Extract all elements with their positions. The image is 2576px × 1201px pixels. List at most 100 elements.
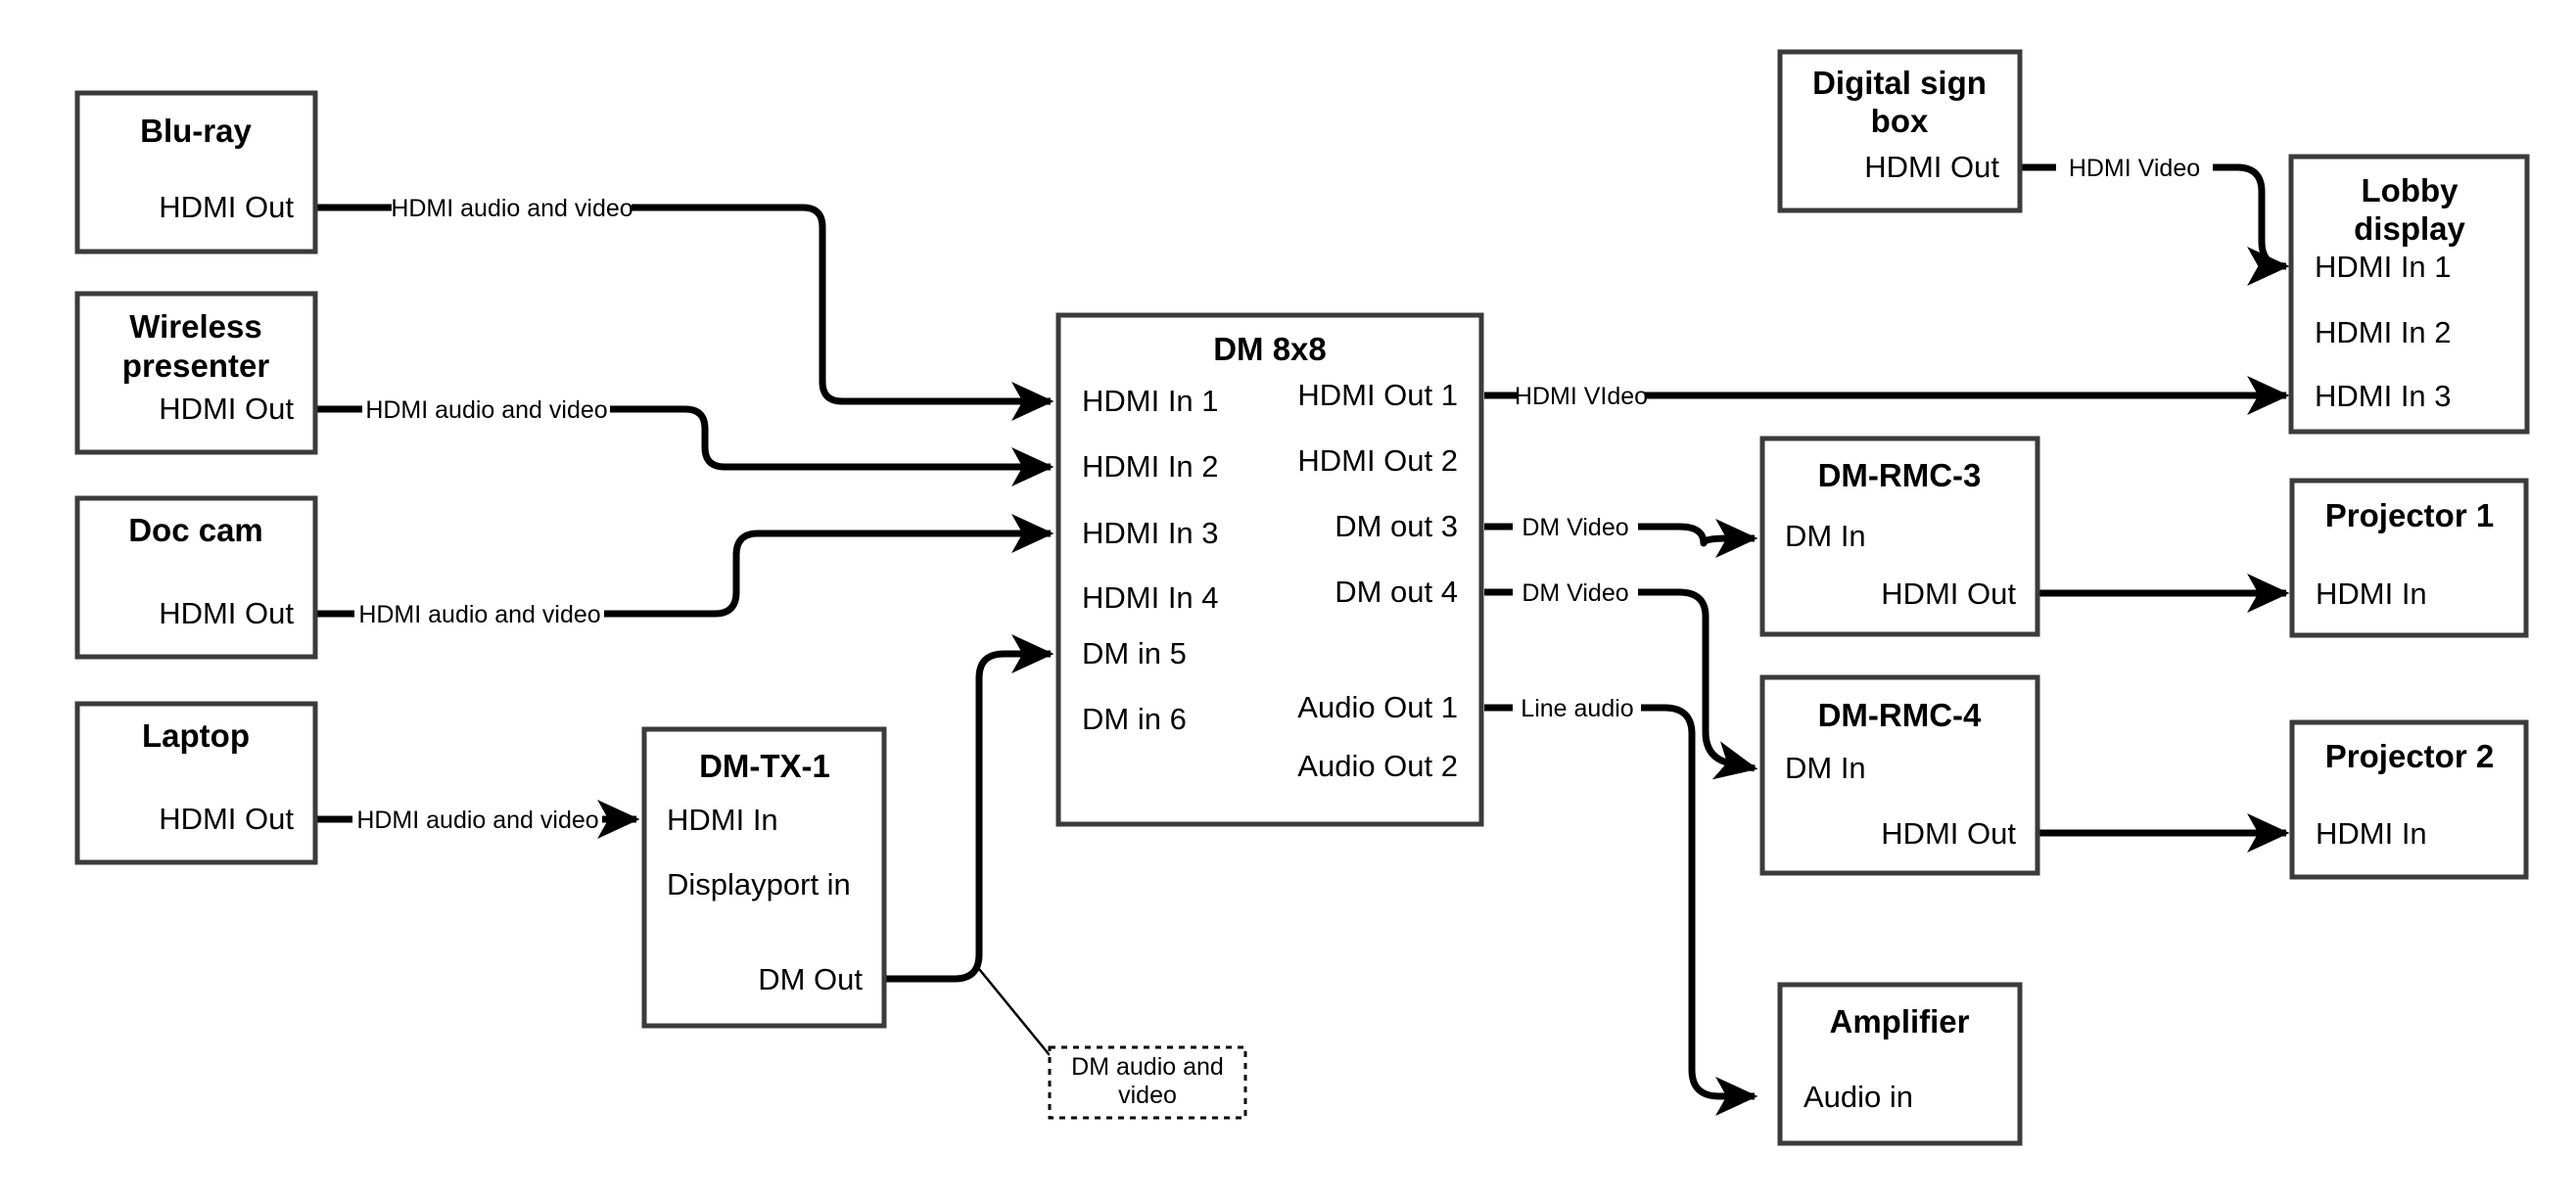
dm-rmc-4-port-dm-in: DM In [1785,751,1866,785]
connection-laptop-to-dmtx1: HDMI audio and video [315,800,640,839]
connection-doccam-to-dm8x8: HDMI audio and video [315,514,1054,628]
connection-dm8x8-out3-to-rmc3: DM Video [1484,514,1758,558]
dm-tx-1-port-dm-out: DM Out [758,962,863,996]
dm-8x8-title: DM 8x8 [1213,331,1327,367]
dm-8x8-output-dm-out-4: DM out 4 [1335,575,1458,609]
node-projector-1[interactable]: Projector 1 HDMI In [2289,478,2529,638]
dm-8x8-output-audio-out-2: Audio Out 2 [1297,749,1458,783]
wireless-presenter-title-line2: presenter [122,347,270,384]
dm-rmc-3-port-hdmi-out: HDMI Out [1881,577,2016,611]
dm-tx-1-title: DM-TX-1 [699,748,830,784]
digital-sign-box-title-line1: Digital sign [1812,65,1987,101]
dm-8x8-input-hdmi-in-4: HDMI In 4 [1082,580,1219,615]
wire-segment [1641,704,1758,1116]
connection-dm8x8-out4-to-rmc4: DM Video [1484,579,1758,780]
wire-segment [604,514,1054,618]
callout-leader-line [978,968,1051,1056]
wireless-presenter-title-line1: Wireless [129,308,261,345]
bluray-port-hdmi-out: HDMI Out [159,190,294,224]
amplifier-title: Amplifier [1829,1003,1969,1039]
wire-label-doccam-to-dm8x8: HDMI audio and video [358,601,600,628]
projector-1-title: Projector 1 [2325,497,2494,533]
wire-segment [884,634,1054,983]
amplifier-port-audio-in: Audio in [1803,1080,1913,1114]
node-projector-2[interactable]: Projector 2 HDMI In [2289,719,2529,880]
wire-label-dm8x8-out1-to-lobby: HDMI VIdeo [1515,383,1648,410]
wire-label-dm8x8-out3-to-rmc3: DM Video [1522,514,1628,541]
node-amplifier[interactable]: Amplifier Audio in [1777,982,2023,1146]
wire-label-dm8x8-audio1-to-amplifier: Line audio [1521,695,1633,722]
wireless-presenter-box[interactable] [74,291,318,455]
projector-2-title: Projector 2 [2325,738,2494,774]
bluray-box[interactable] [74,90,318,254]
doc-cam-port-hdmi-out: HDMI Out [159,596,294,630]
doc-cam-box[interactable] [74,495,318,660]
connection-dm8x8-audio1-to-amplifier: Line audio [1484,695,1758,1116]
dm-8x8-output-audio-out-1: Audio Out 1 [1297,690,1458,724]
node-dm-rmc-4[interactable]: DM-RMC-4 DM In HDMI Out [1759,674,2040,876]
dm-8x8-input-dm-in-6: DM in 6 [1082,702,1187,736]
node-doc-cam[interactable]: Doc cam HDMI Out [74,495,318,660]
dm-rmc-3-port-dm-in: DM In [1785,519,1866,553]
digital-sign-box-title-line2: box [1871,103,1929,139]
dm-rmc-4-title: DM-RMC-4 [1818,697,1982,733]
lobby-display-input-hdmi-in-1: HDMI In 1 [2315,250,2452,284]
dm-8x8-output-hdmi-out-1: HDMI Out 1 [1297,378,1458,412]
connection-bluray-to-dm8x8: HDMI audio and video [315,195,1054,421]
callout-box [1048,1045,1247,1120]
dm-8x8-output-hdmi-out-2: HDMI Out 2 [1297,443,1458,478]
dm-rmc-3-title: DM-RMC-3 [1818,457,1982,493]
doc-cam-title: Doc cam [128,512,263,548]
callout-label-line1: DM audio and [1071,1053,1224,1081]
dm-tx-1-port-displayport-in: Displayport in [667,867,851,901]
projector-2-port-hdmi-in: HDMI In [2316,816,2427,851]
digital-sign-box-port-hdmi-out: HDMI Out [1864,150,1999,184]
lobby-display-input-hdmi-in-2: HDMI In 2 [2315,315,2452,349]
dm-rmc-4-box[interactable] [1759,674,2040,876]
wire-segment [632,204,1054,421]
node-dm-tx-1[interactable]: DM-TX-1 HDMI In Displayport in DM Out [641,726,887,1029]
connection-signbox-to-lobby: HDMI Video [2020,155,2290,286]
dm-tx-1-box[interactable] [641,726,887,1029]
wire-segment [1638,519,1758,558]
laptop-port-hdmi-out: HDMI Out [159,802,294,836]
connection-dm8x8-out1-to-lobby: HDMI VIdeo [1484,376,2290,415]
node-dm-rmc-3[interactable]: DM-RMC-3 DM In HDMI Out [1759,436,2040,637]
dm-8x8-box[interactable] [1055,312,1484,827]
amplifier-box[interactable] [1777,982,2023,1146]
projector-2-box[interactable] [2289,719,2529,880]
laptop-box[interactable] [74,701,318,865]
dm-8x8-input-hdmi-in-1: HDMI In 1 [1082,384,1219,418]
node-wireless-presenter[interactable]: Wireless presenter HDMI Out [74,291,318,455]
connection-wireless-to-dm8x8: HDMI audio and video [315,396,1054,486]
bluray-title: Blu-ray [140,113,252,149]
wire-label-bluray-to-dm8x8: HDMI audio and video [391,195,632,222]
node-bluray[interactable]: Blu-ray HDMI Out [74,90,318,254]
callout-label-line2: video [1118,1082,1177,1109]
dm-8x8-input-dm-in-5: DM in 5 [1082,636,1187,670]
dm-rmc-3-box[interactable] [1759,436,2040,637]
projector-1-box[interactable] [2289,478,2529,638]
connection-dmtx1-to-dm8x8 [884,634,1054,1056]
dm-tx-1-port-hdmi-in: HDMI In [667,803,778,837]
laptop-title: Laptop [142,717,250,754]
wireless-presenter-port-hdmi-out: HDMI Out [159,392,294,426]
node-lobby-display[interactable]: Lobby display HDMI In 1 HDMI In 2 HDMI I… [2288,154,2530,435]
node-digital-sign-box[interactable]: Digital sign box HDMI Out [1777,49,2023,213]
wire-label-wireless-to-dm8x8: HDMI audio and video [365,396,607,424]
node-dm-8x8[interactable]: DM 8x8 HDMI In 1 HDMI In 2 HDMI In 3 HDM… [1055,312,1484,827]
lobby-display-title-line1: Lobby [2362,172,2459,208]
wire-label-signbox-to-lobby: HDMI Video [2069,155,2200,182]
wire-segment [1638,588,1758,780]
node-laptop[interactable]: Laptop HDMI Out [74,701,318,865]
digital-sign-box[interactable] [1777,49,2023,213]
dm-8x8-output-dm-out-3: DM out 3 [1335,509,1458,543]
dm-8x8-input-hdmi-in-3: HDMI In 3 [1082,516,1219,550]
lobby-display-box[interactable] [2288,154,2530,435]
lobby-display-title-line2: display [2354,210,2465,247]
wire-label-laptop-to-dmtx1: HDMI audio and video [356,807,598,834]
projector-1-port-hdmi-in: HDMI In [2316,577,2427,611]
dm-8x8-input-hdmi-in-2: HDMI In 2 [1082,449,1219,484]
